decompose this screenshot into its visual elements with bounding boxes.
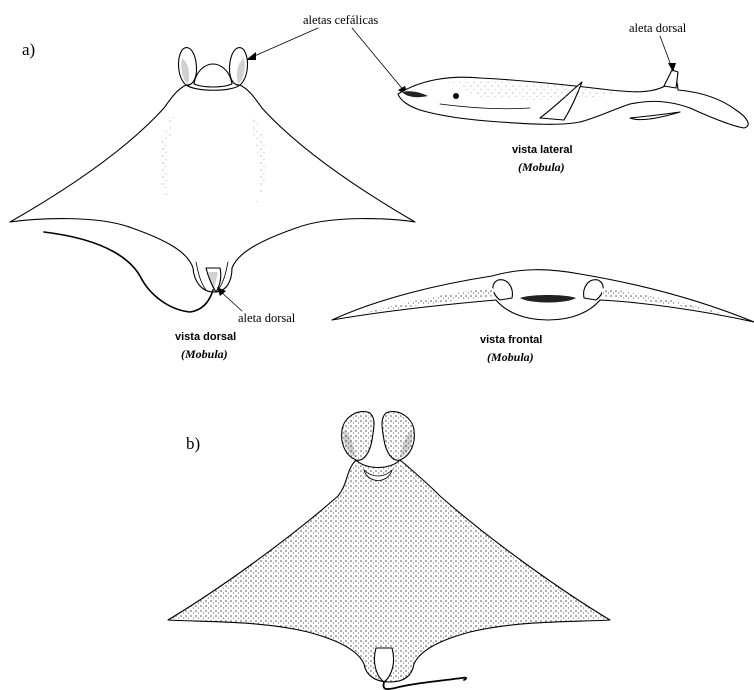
cephalic-fins-annotation: aletas cefálicas xyxy=(303,13,378,27)
lateral-view-manta-drawing xyxy=(398,70,748,128)
dorsal-fin-annotation-lateral-view: aleta dorsal xyxy=(629,21,687,35)
stippled-manta-drawing xyxy=(168,412,610,690)
dorsal-view-genus: (Mobula) xyxy=(181,347,228,361)
dorsal-fin-arrow-dorsal-view xyxy=(220,291,242,311)
lateral-view-title: vista lateral xyxy=(512,144,573,156)
dorsal-view-title: vista dorsal xyxy=(175,331,236,343)
panel-a-label: a) xyxy=(22,40,35,59)
cephalic-fins-arrow-to-dorsal-view xyxy=(250,28,318,58)
dorsal-fin-annotation-dorsal-view: aleta dorsal xyxy=(238,311,296,325)
frontal-view-genus: (Mobula) xyxy=(487,350,534,364)
lateral-view-genus: (Mobula) xyxy=(518,160,565,174)
dorsal-view-manta-drawing xyxy=(10,48,415,312)
panel-b-label: b) xyxy=(186,434,200,453)
frontal-view-manta-drawing xyxy=(332,270,754,322)
cephalic-fins-arrow-to-lateral-view xyxy=(352,28,405,92)
frontal-view-title: vista frontal xyxy=(480,334,542,346)
